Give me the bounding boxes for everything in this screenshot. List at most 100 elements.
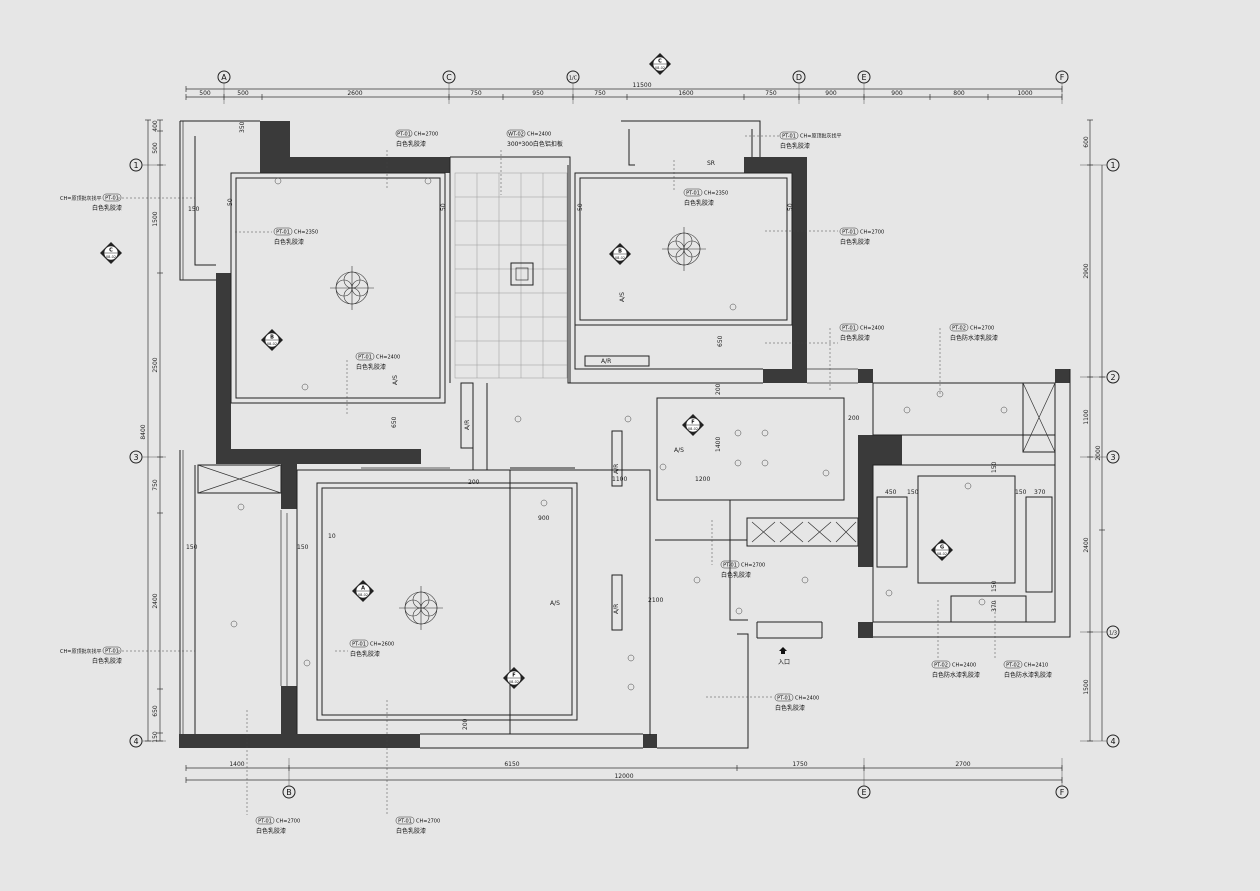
label-finish: 白色乳胶漆 — [775, 704, 805, 712]
dim-text: 600 — [1083, 136, 1090, 148]
label-code: PT-01 — [842, 326, 856, 332]
axis-right-1: 1 — [1080, 158, 1120, 172]
dim-text: 2500 — [152, 357, 159, 372]
dim-text: 900 — [825, 90, 837, 97]
marker-ref: 08-02 — [267, 342, 277, 346]
label-finish: 白色乳胶漆 — [780, 142, 810, 150]
marker-ref: 08-02 — [937, 552, 947, 556]
dim-text: 1400 — [715, 437, 722, 452]
dim-total-left: 8400 — [140, 424, 147, 439]
dim-text: 750 — [594, 90, 606, 97]
dim-text: 1500 — [1083, 679, 1090, 694]
ac-label: A/S — [674, 447, 684, 454]
dim-text: 500 — [199, 90, 211, 97]
label-finish: 白色乳胶漆 — [92, 204, 122, 212]
dim-text: 200 — [715, 383, 722, 395]
dim-text: 150 — [297, 544, 309, 551]
dim-text: 950 — [532, 90, 544, 97]
label-code: PT-01 — [686, 191, 700, 197]
label-height: CH=2350 — [704, 191, 728, 197]
label-height: CH=2350 — [294, 230, 318, 236]
label-code: PT-01 — [105, 649, 119, 655]
dim-text: 1100 — [1083, 409, 1090, 424]
dim-text: 2100 — [648, 597, 663, 604]
section-marker-icon: C 08-02 — [100, 242, 122, 264]
axis-top-C: C — [442, 70, 456, 104]
lights — [330, 227, 706, 630]
axis-label: E — [861, 73, 866, 82]
ac-label: A/S — [619, 292, 626, 302]
dim-text: 1100 — [612, 476, 627, 483]
axis-label: 2 — [1110, 373, 1115, 382]
ceiling-label: PT-01 CH=2700 白色乳胶漆 — [255, 816, 300, 835]
ceiling-label: CH=原顶批灰找平 PT-01 白色乳胶漆 — [60, 193, 122, 212]
dim-text: 650 — [152, 705, 159, 717]
marker-ref: 08-02 — [509, 680, 519, 684]
axis-label: 1/3 — [1109, 631, 1117, 637]
ceiling-label: PT-01 CH=2600 白色乳胶漆 — [349, 639, 394, 658]
label-height: CH=2700 — [414, 132, 438, 138]
marker-letter: F — [512, 673, 515, 679]
rosette-icon — [399, 586, 443, 630]
label-height: CH=2400 — [527, 132, 551, 138]
dim-text: 900 — [538, 515, 550, 522]
dim-text: 1600 — [678, 90, 693, 97]
dim-text: 150 — [907, 489, 919, 496]
ceiling-label: PT-01 CH=2400 白色乳胶漆 — [774, 693, 819, 712]
section-marker-icon: F 08-02 — [503, 667, 525, 689]
marker-letter: G — [940, 545, 944, 551]
ar-label: A/R — [613, 464, 620, 474]
dim-text: 2700 — [955, 761, 970, 768]
tile-grid — [454, 172, 568, 379]
dim-text: 750 — [765, 90, 777, 97]
label-height: CH=2700 — [970, 326, 994, 332]
section-marker-icon: F 08-02 — [682, 414, 704, 436]
ceiling-label: PT-01 CH=原顶批灰找平 白色乳胶漆 — [779, 131, 841, 150]
label-height: CH=原顶批灰找平 — [60, 195, 101, 202]
dim-text: 150 — [1015, 489, 1027, 496]
entrance-arrow-icon — [779, 647, 787, 654]
label-code: PT-01 — [782, 134, 796, 140]
axis-top-D: D — [792, 70, 806, 104]
dim-text: 2400 — [1083, 537, 1090, 552]
marker-letter: B — [270, 335, 274, 341]
dim-text: 1500 — [152, 211, 159, 226]
dim-total-top: 11500 — [632, 82, 651, 89]
axis-top-E: E — [857, 70, 871, 104]
axis-bubbles: A C 1/C D E F B E F 1 3 4 1 2 3 1/3 4 — [129, 70, 1120, 799]
label-finish: 白色乳胶漆 — [684, 199, 714, 207]
label-code: PT-01 — [397, 132, 411, 138]
leaders — [118, 135, 996, 815]
section-marker-icon: A 08-02 — [352, 580, 374, 602]
dimension-lines: 500 500 2600 750 950 750 1600 750 900 90… — [140, 82, 1105, 783]
axis-right-13: 1/3 — [1080, 625, 1120, 639]
label-height: CH=2700 — [860, 230, 884, 236]
dim-text: 150 — [991, 580, 998, 592]
label-finish: 白色防水漆乳胶漆 — [1004, 671, 1052, 679]
ceiling-label: PT-01 CH=2700 白色乳胶漆 — [720, 560, 765, 579]
label-finish: 白色乳胶漆 — [356, 363, 386, 371]
ceiling-label: PT-01 CH=2700 白色乳胶漆 — [395, 129, 438, 148]
axis-label: D — [796, 73, 802, 82]
dim-text: 1400 — [229, 761, 244, 768]
ar-label: A/R — [613, 604, 620, 614]
label-code: PT-02 — [934, 663, 948, 669]
label-height: CH=2700 — [416, 819, 440, 825]
sr-label: SR — [707, 160, 715, 167]
label-code: PT-01 — [358, 355, 372, 361]
axis-right-3: 3 — [1080, 450, 1120, 464]
label-finish: 白色乳胶漆 — [840, 238, 870, 246]
label-finish: 白色乳胶漆 — [256, 827, 286, 835]
label-code: PT-01 — [398, 819, 412, 825]
label-finish: 300*300白色铝扣板 — [507, 140, 563, 148]
axis-label: 1/C — [569, 76, 578, 82]
dim-text: 1000 — [1017, 90, 1032, 97]
axis-label: 1 — [133, 161, 138, 170]
dim-text: 370 — [1034, 489, 1046, 496]
label-code: PT-01 — [723, 563, 737, 569]
ar-label: A/R — [601, 358, 611, 365]
dim-text: 2000 — [1095, 445, 1102, 460]
dim-text: 200 — [468, 479, 480, 486]
marker-letter: C — [658, 59, 662, 65]
entrance-label: 入口 — [778, 659, 790, 666]
